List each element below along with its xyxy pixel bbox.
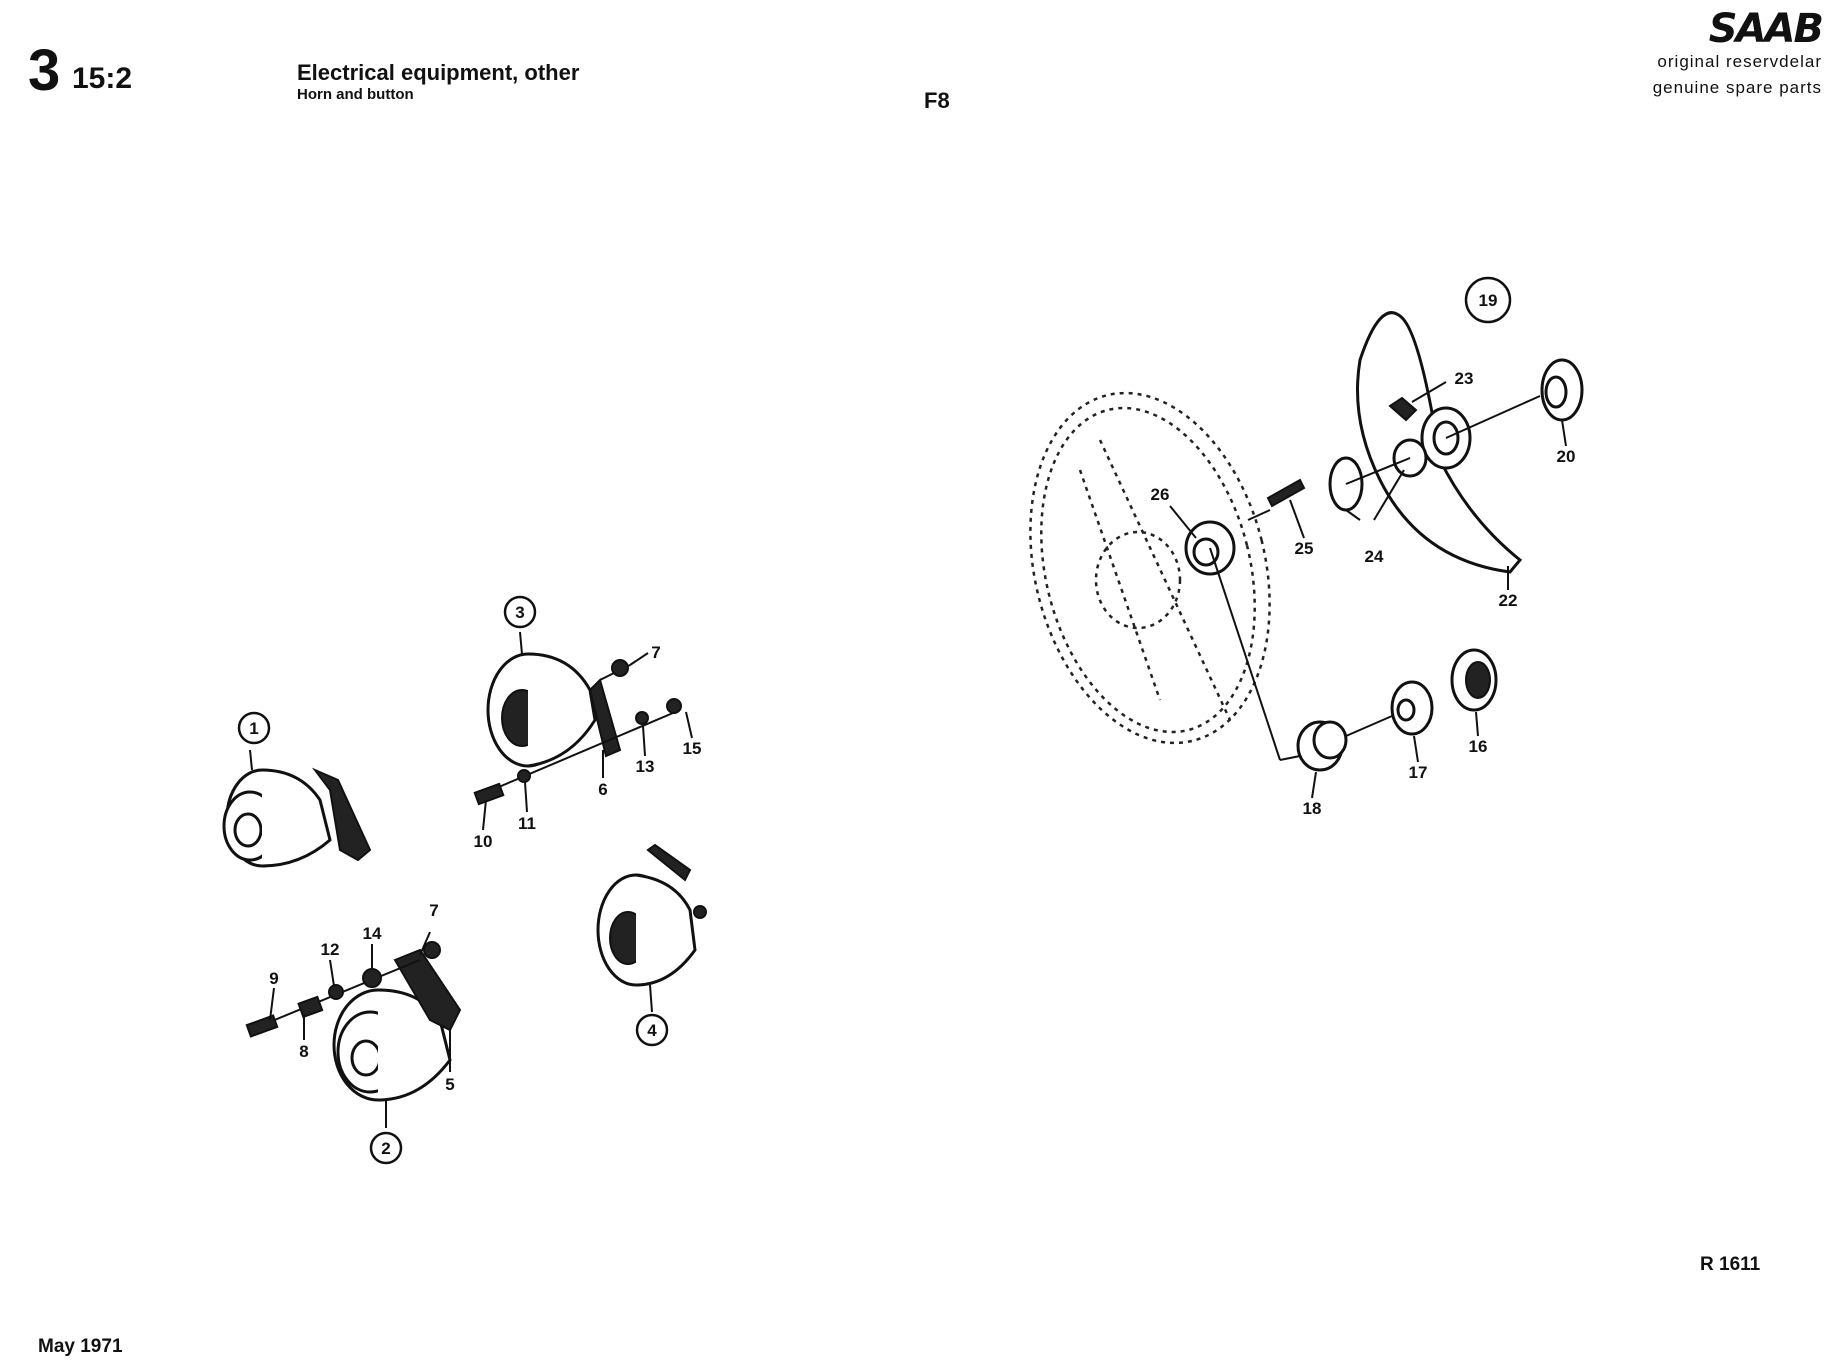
horn-4-illustration — [596, 843, 707, 1013]
horn-3-illustration — [479, 631, 681, 796]
section-subnumber: 15:2 — [72, 62, 133, 95]
callout-6: 6 — [598, 780, 607, 799]
callout-26: 26 — [1151, 485, 1170, 504]
callout-circle-19 — [1464, 276, 1512, 324]
callout-8: 8 — [299, 1042, 308, 1061]
callout-1: 1 — [249, 719, 258, 738]
tagline-swedish: original reservdelar — [1657, 52, 1822, 71]
callout-25: 25 — [1295, 539, 1314, 558]
callout-4: 4 — [647, 1021, 657, 1040]
callout-15: 15 — [683, 739, 702, 758]
callout-19: 19 — [1479, 291, 1498, 310]
callout-7-lower: 7 — [429, 901, 438, 920]
callout-20: 20 — [1557, 447, 1576, 466]
tagline-english: genuine spare parts — [1652, 78, 1822, 97]
part-15-nut — [666, 698, 682, 714]
callout-9: 9 — [269, 969, 278, 988]
callout-17: 17 — [1409, 763, 1428, 782]
callout-12: 12 — [321, 940, 340, 959]
horn-contact-parts — [1279, 648, 1498, 772]
part-8-spacer — [297, 995, 324, 1019]
part-10-screw — [473, 782, 505, 806]
callout-circle-1 — [237, 711, 271, 745]
part-7-nut-lower — [423, 941, 441, 959]
publication-date: May 1971 — [38, 1336, 123, 1357]
saab-logo: SAAB — [1708, 6, 1824, 52]
group-code: F8 — [924, 88, 950, 113]
part-11-washer — [517, 769, 531, 783]
section-number: 3 — [28, 38, 61, 103]
callout-circle-2 — [369, 1131, 403, 1165]
callout-circle-3 — [503, 595, 537, 629]
callout-24: 24 — [1365, 547, 1384, 566]
part-12-washer — [328, 984, 344, 1000]
callout-14: 14 — [363, 924, 382, 943]
horn-1-illustration — [222, 749, 372, 868]
callout-5: 5 — [445, 1075, 454, 1094]
callout-23: 23 — [1455, 369, 1474, 388]
callout-10: 10 — [474, 832, 493, 851]
part-14-nut — [362, 968, 382, 988]
steering-wheel-outline — [1029, 391, 1271, 745]
part-9-bolt — [245, 1014, 279, 1038]
callout-16: 16 — [1469, 737, 1488, 756]
page-subtitle: Horn and button — [297, 86, 414, 103]
part-7-nut-upper — [611, 659, 629, 677]
callout-18: 18 — [1303, 799, 1322, 818]
callout-2: 2 — [381, 1139, 390, 1158]
callout-22: 22 — [1499, 591, 1518, 610]
callout-13: 13 — [636, 757, 655, 776]
callout-7-upper: 7 — [651, 643, 660, 662]
callout-11: 11 — [518, 814, 536, 833]
horn-2-illustration — [259, 931, 462, 1128]
page-title: Electrical equipment, other — [297, 60, 580, 85]
drawing-reference: R 1611 — [1700, 1254, 1761, 1275]
callout-circle-4 — [635, 1013, 669, 1047]
callout-3: 3 — [515, 603, 524, 622]
part-13-washer — [635, 711, 649, 725]
